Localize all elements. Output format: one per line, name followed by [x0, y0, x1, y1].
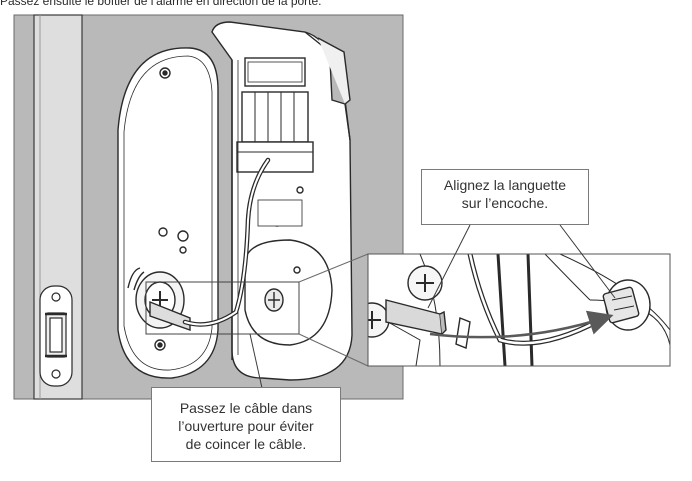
instruction-text: Passez ensuite le boîtier de l’alarme en… — [0, 0, 322, 8]
strike-plate — [39, 285, 73, 387]
tab-leader-right — [559, 224, 616, 299]
tab-leader-left — [427, 224, 471, 309]
cable-callout-line-1: Passez le câble dans — [179, 400, 313, 416]
mounting-plate — [117, 47, 219, 379]
tab-callout-line-1: Alignez la languette — [443, 177, 567, 193]
tab-callout-line-2: sur l’encoche. — [461, 195, 549, 211]
zoom-inset — [367, 253, 671, 367]
detail-highlight — [145, 281, 300, 335]
interior-housing — [211, 21, 353, 381]
cable-callout-line-2: l’ouverture pour éviter — [178, 418, 314, 434]
cable-callout-line-3: de coincer le câble. — [185, 436, 307, 452]
cable-routing-callout: Passez le câble dans l’ouverture pour év… — [151, 387, 341, 462]
tab-alignment-callout: Alignez la languette sur l’encoche. — [421, 169, 589, 225]
cable-leader — [249, 333, 263, 389]
